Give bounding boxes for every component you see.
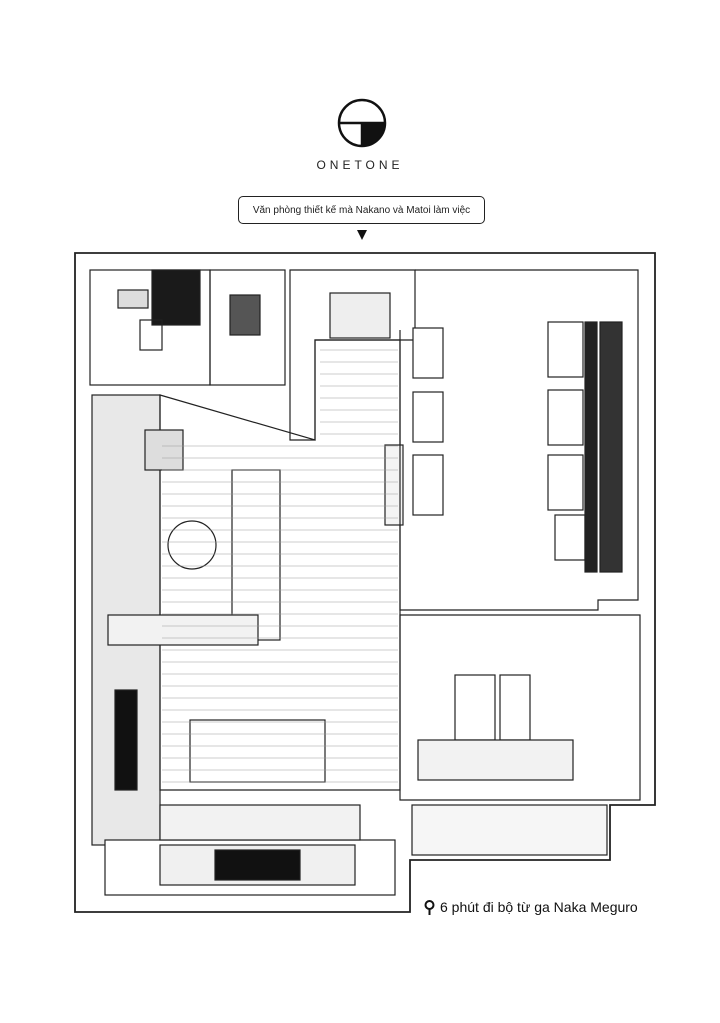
desk-row-left [384, 327, 444, 526]
location-text: 6 phút đi bộ từ ga Naka Meguro [440, 899, 638, 915]
floor-planks [162, 349, 398, 783]
caption-pointer [357, 230, 367, 240]
outer-wall [74, 252, 656, 913]
brand-name: ONETONE [316, 158, 404, 172]
round-table [167, 520, 217, 570]
entrance-door [329, 292, 391, 339]
bottom-right-room [399, 614, 641, 801]
meeting-table [189, 719, 326, 783]
location-note: 6 phút đi bộ từ ga Naka Meguro [424, 899, 638, 915]
storage-room [209, 269, 286, 386]
caption-bubble: Văn phòng thiết kế mà Nakano và Matoi là… [238, 196, 485, 224]
bookshelf [231, 469, 281, 641]
desk-row-right [547, 321, 623, 573]
map-pin-icon [424, 899, 435, 915]
main-floor [159, 339, 401, 791]
caption-text: Văn phòng thiết kế mà Nakano và Matoi là… [252, 204, 471, 216]
onetone-logo [337, 98, 387, 148]
